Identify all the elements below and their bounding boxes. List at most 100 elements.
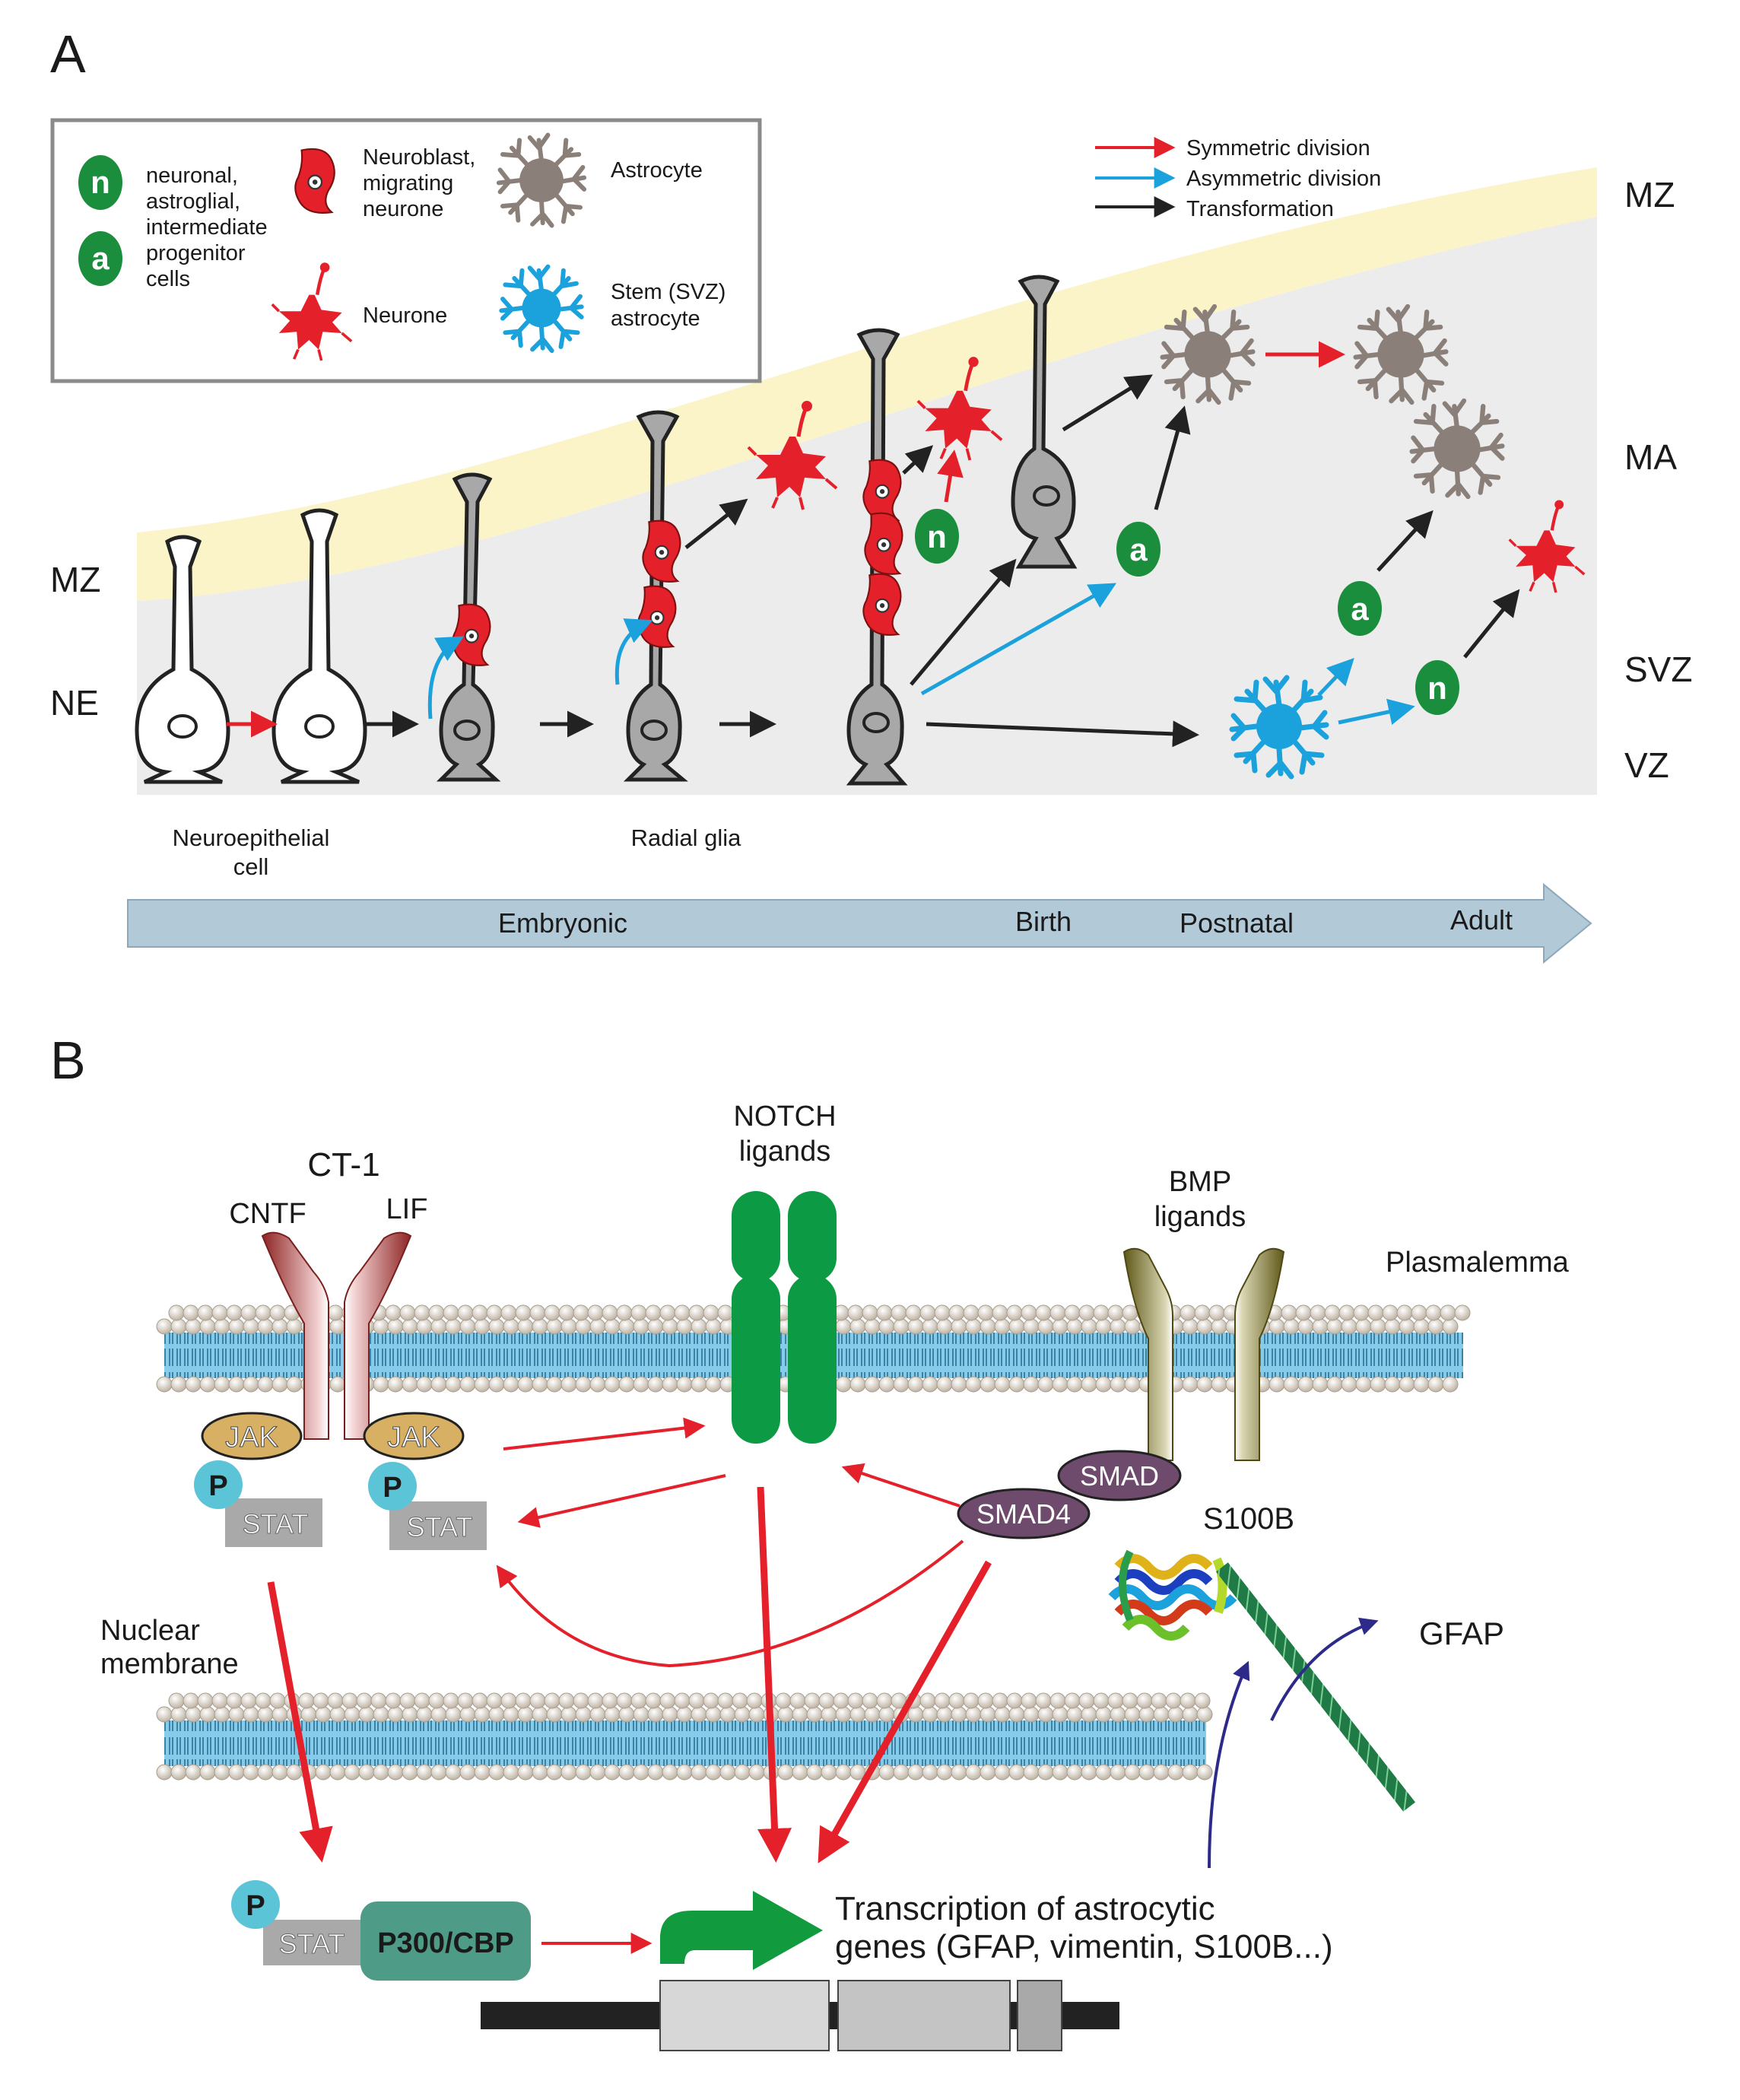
lipid-head [604,1706,621,1723]
lif-label: LIF [386,1193,428,1225]
lipid-head [876,1692,893,1709]
lipid-head [719,1764,736,1781]
lipid-head [674,1304,691,1321]
arrow-stem-to-a [1317,657,1354,697]
lipid-head [618,1376,635,1393]
lipid-head [1023,1764,1040,1781]
lipid-head [503,1764,519,1781]
radial-glia-3 [846,328,908,786]
smad4-label: SMAD4 [976,1498,1071,1530]
lipid-head [806,1764,823,1781]
lipid-beads [156,1304,1471,1781]
lipid-head [546,1318,563,1335]
lipid-head [183,1692,199,1709]
lipid-head [1023,1706,1040,1723]
lipid-head [835,1706,852,1723]
lipid-head [1182,1318,1199,1335]
lipid-head [1382,1304,1399,1321]
lipid-head [676,1764,693,1781]
lipid-head [977,1692,994,1709]
lipid-head [529,1304,546,1321]
lipid-head [211,1692,228,1709]
timeline-embryonic: Embryonic [498,907,627,939]
lipid-head [691,1706,707,1723]
lipid-head [748,1706,765,1723]
legend-progenitor-line: neuronal, [146,164,238,188]
lipid-head [965,1764,982,1781]
lipid-head [705,1376,722,1393]
lipid-head [385,1692,402,1709]
lipid-head [1035,1304,1052,1321]
lipid-head [211,1304,228,1321]
lipid-head [560,1318,577,1335]
lipid-head [806,1706,823,1723]
lipid-head [416,1318,433,1335]
lipid-head [604,1764,621,1781]
progenitor-n-2: n [1415,660,1459,715]
legend-neuroblast-line: Neuroblast, [363,145,475,170]
lipid-head [472,1304,488,1321]
lipid-head [936,1764,953,1781]
lipid-head [602,1304,618,1321]
lipid-head [775,1692,792,1709]
lipid-head [560,1764,577,1781]
lipid-head [994,1376,1011,1393]
lipid-head [1049,1692,1066,1709]
lipid-head [1124,1376,1141,1393]
lipid-head [734,1764,751,1781]
lipid-head [575,1376,592,1393]
lipid-head [734,1706,751,1723]
lipid-head [532,1376,548,1393]
lipid-head [199,1764,216,1781]
lipid-head [1037,1706,1054,1723]
lipid-head [385,1304,402,1321]
lipid-head [255,1304,271,1321]
lipid-head [980,1318,996,1335]
progenitor-n-2-mark: n [1427,670,1447,706]
lipid-head [387,1706,404,1723]
lipid-head [835,1318,852,1335]
lipid-head [630,1304,647,1321]
lipid-head [618,1764,635,1781]
stat-right-label: STAT [407,1511,473,1542]
lipid-head [1281,1304,1297,1321]
lipid-head [558,1692,575,1709]
lipid-head [589,1318,606,1335]
notch-receptor [732,1191,837,1444]
ct1-label: CT-1 [307,1146,379,1183]
smad-label: SMAD [1080,1460,1159,1492]
lipid-head [1326,1376,1343,1393]
lipid-head [994,1318,1011,1335]
lipid-head [257,1318,274,1335]
lipid-head [847,1304,864,1321]
lipid-head [529,1692,546,1709]
lipid-head [1355,1318,1372,1335]
legend-astrocyte-icon [499,135,584,226]
lipid-head [228,1376,245,1393]
lipid-head [197,1692,214,1709]
lipid-head [1196,1706,1213,1723]
lipid-head [1399,1376,1415,1393]
lipid-head [197,1304,214,1321]
lipid-head [919,1304,936,1321]
lipid-head [1353,1304,1370,1321]
lipid-head [1399,1318,1415,1335]
lipid-head [876,1304,893,1321]
lipid-head [269,1692,286,1709]
legend-n-symbol: n [90,164,110,200]
arrow-asymmetric-to-a [920,583,1117,696]
lipid-head [717,1304,734,1321]
lipid-head [1107,1692,1124,1709]
zone-vz: VZ [1624,745,1669,785]
neuroepithelial-cell-1 [135,535,230,784]
lipid-head [1122,1692,1138,1709]
nuclear-membrane [164,1720,1206,1766]
lipid-head [560,1706,577,1723]
lipid-head [474,1764,491,1781]
lipid-head [948,1692,965,1709]
lipid-head [934,1692,951,1709]
lipid-head [168,1304,185,1321]
lipid-head [344,1706,360,1723]
zone-yellow-band [137,167,1597,601]
zone-mz-right: MZ [1624,175,1675,214]
